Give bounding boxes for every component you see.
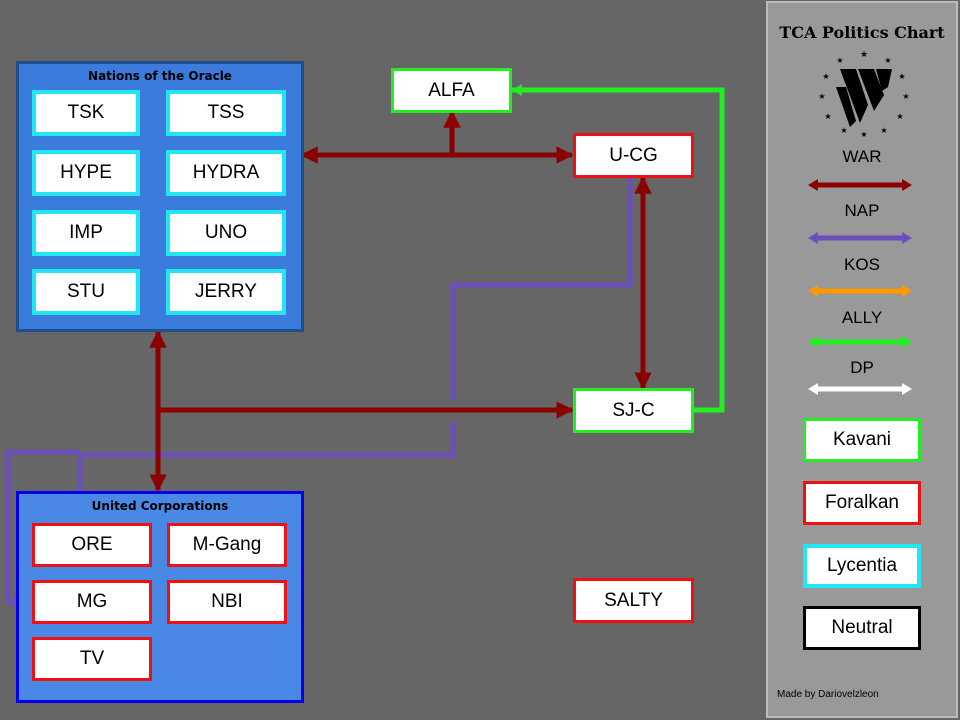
- credit-text: Made by Dariovelzleon: [777, 689, 879, 700]
- svg-text:★: ★: [896, 112, 903, 121]
- legend-nap-arrow: [808, 232, 912, 244]
- group-united-corporations: United Corporations ORE M-Gang MG NBI TV: [16, 491, 304, 703]
- group-title: Nations of the Oracle: [88, 69, 232, 83]
- node-hype[interactable]: HYPE: [32, 150, 140, 196]
- svg-text:★: ★: [840, 126, 847, 135]
- svg-text:★: ★: [824, 112, 831, 121]
- node-salty[interactable]: SALTY: [573, 578, 694, 623]
- svg-text:★: ★: [902, 92, 909, 101]
- legend-lycentia: Lycentia: [803, 544, 921, 588]
- nap-line-ucg-united: [450, 178, 633, 400]
- svg-text:★: ★: [822, 72, 829, 81]
- node-tv[interactable]: TV: [32, 637, 152, 681]
- svg-text:★: ★: [860, 130, 867, 139]
- node-tsk[interactable]: TSK: [32, 90, 140, 136]
- node-imp[interactable]: IMP: [32, 210, 140, 256]
- svg-text:★: ★: [880, 126, 887, 135]
- legend-kavani: Kavani: [803, 418, 921, 462]
- group-title: United Corporations: [91, 499, 229, 513]
- emblem-logo-icon: ★ ★ ★ ★ ★ ★ ★ ★ ★ ★ ★ ★: [818, 49, 909, 139]
- ally-arrowhead: [512, 84, 522, 96]
- legend-dp-arrow: [808, 383, 912, 395]
- legend-kos-arrow: [808, 285, 912, 297]
- node-nbi[interactable]: NBI: [167, 580, 287, 624]
- node-sj-c[interactable]: SJ-C: [573, 388, 694, 433]
- node-u-cg[interactable]: U-CG: [573, 133, 694, 178]
- node-mg[interactable]: MG: [32, 580, 152, 624]
- svg-text:★: ★: [836, 56, 843, 65]
- legend-neutral: Neutral: [803, 606, 921, 650]
- node-jerry[interactable]: JERRY: [166, 269, 286, 315]
- legend-war-arrow: [808, 179, 912, 191]
- node-alfa[interactable]: ALFA: [391, 68, 512, 113]
- legend-kos-label: KOS: [844, 255, 880, 274]
- legend-dp-label: DP: [850, 358, 874, 377]
- svg-text:★: ★: [884, 56, 891, 65]
- legend-foralkan: Foralkan: [803, 481, 921, 525]
- svg-text:★: ★: [860, 49, 868, 59]
- node-hydra[interactable]: HYDRA: [166, 150, 286, 196]
- node-uno[interactable]: UNO: [166, 210, 286, 256]
- legend-nap-label: NAP: [844, 201, 880, 220]
- legend-war-label: WAR: [842, 147, 882, 166]
- nap-line-united-ore: [71, 422, 456, 522]
- legend-panel: TCA Politics Chart ★ ★ ★ ★ ★ ★ ★ ★ ★ ★ ★…: [766, 1, 958, 718]
- node-stu[interactable]: STU: [32, 269, 140, 315]
- node-tss[interactable]: TSS: [166, 90, 286, 136]
- legend-ally-arrow: [808, 336, 912, 348]
- legend-title: TCA Politics Chart: [779, 23, 945, 42]
- svg-text:★: ★: [818, 92, 825, 101]
- node-ore[interactable]: ORE: [32, 523, 152, 567]
- ally-line-alfa-sjc: [512, 87, 725, 413]
- group-nations-of-the-oracle: Nations of the Oracle TSK TSS HYPE HYDRA…: [16, 61, 304, 332]
- node-m-gang[interactable]: M-Gang: [167, 523, 287, 567]
- legend-ally-label: ALLY: [841, 308, 883, 327]
- svg-text:★: ★: [898, 72, 905, 81]
